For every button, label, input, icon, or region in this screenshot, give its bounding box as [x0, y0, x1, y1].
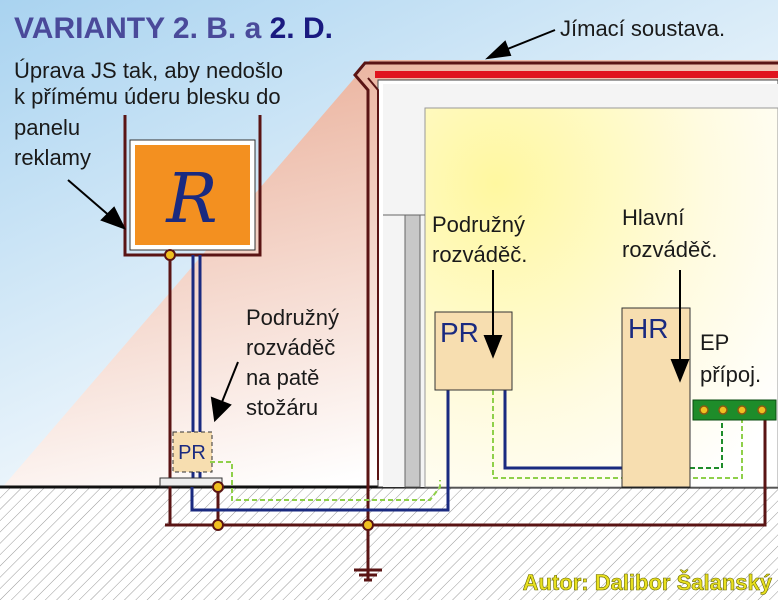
- label-pr-1: Podružný: [432, 212, 525, 237]
- pr-box: [434, 311, 513, 391]
- hr-label: HR: [628, 313, 668, 344]
- small-pr-box: [172, 431, 213, 473]
- label-hr-1: Hlavní: [622, 205, 684, 230]
- mast-foot: [159, 477, 223, 487]
- label-air-termination: Jímací soustava.: [560, 16, 725, 41]
- subtitle-line-3: panelu: [14, 115, 80, 140]
- subtitle-line-4: reklamy: [14, 145, 91, 170]
- panel-logo: R: [164, 160, 217, 239]
- pe-conductor-ep: [690, 410, 723, 469]
- label-ep-2: přípoj.: [700, 362, 761, 387]
- pe-conductor: [210, 461, 441, 501]
- ground-symbol-icon: [354, 568, 382, 582]
- label-mast-3: na patě: [246, 365, 319, 390]
- ground-hatch: [0, 487, 778, 600]
- ep-terminals: [699, 405, 767, 415]
- roof-edge: [367, 77, 379, 480]
- author-credit: Autor: Dalibor Šalanský: [523, 570, 773, 595]
- arrows: [67, 29, 690, 423]
- hr-box: [621, 307, 691, 488]
- supply-cable: [190, 390, 450, 512]
- label-mast-1: Podružný: [246, 305, 339, 330]
- air-termination-bar: [375, 71, 778, 78]
- room: [424, 107, 778, 488]
- small-pr-label: PR: [178, 442, 206, 464]
- earth-ring: [216, 410, 767, 527]
- label-ep-1: EP: [700, 330, 729, 355]
- down-conductor: [353, 61, 778, 580]
- ep-bar: [692, 399, 777, 421]
- column: [404, 214, 421, 488]
- advertising-panel: [135, 145, 250, 245]
- junction-dots: [164, 249, 374, 531]
- pr-hr-cable: [503, 390, 622, 470]
- label-mast-4: stožáru: [246, 395, 318, 420]
- subtitle-line-2: k přímému úderu blesku do: [14, 84, 281, 109]
- pe-conductor-hr: [492, 390, 743, 479]
- label-hr-2: rozváděč.: [622, 237, 717, 262]
- pr-label: PR: [440, 317, 479, 348]
- subtitle-line-1: Úprava JS tak, aby nedošlo: [14, 58, 283, 83]
- title: VARIANTY 2. B. a 2. D.: [14, 12, 333, 45]
- label-mast-2: rozváděč: [246, 335, 335, 360]
- label-pr-2: rozváděč.: [432, 242, 527, 267]
